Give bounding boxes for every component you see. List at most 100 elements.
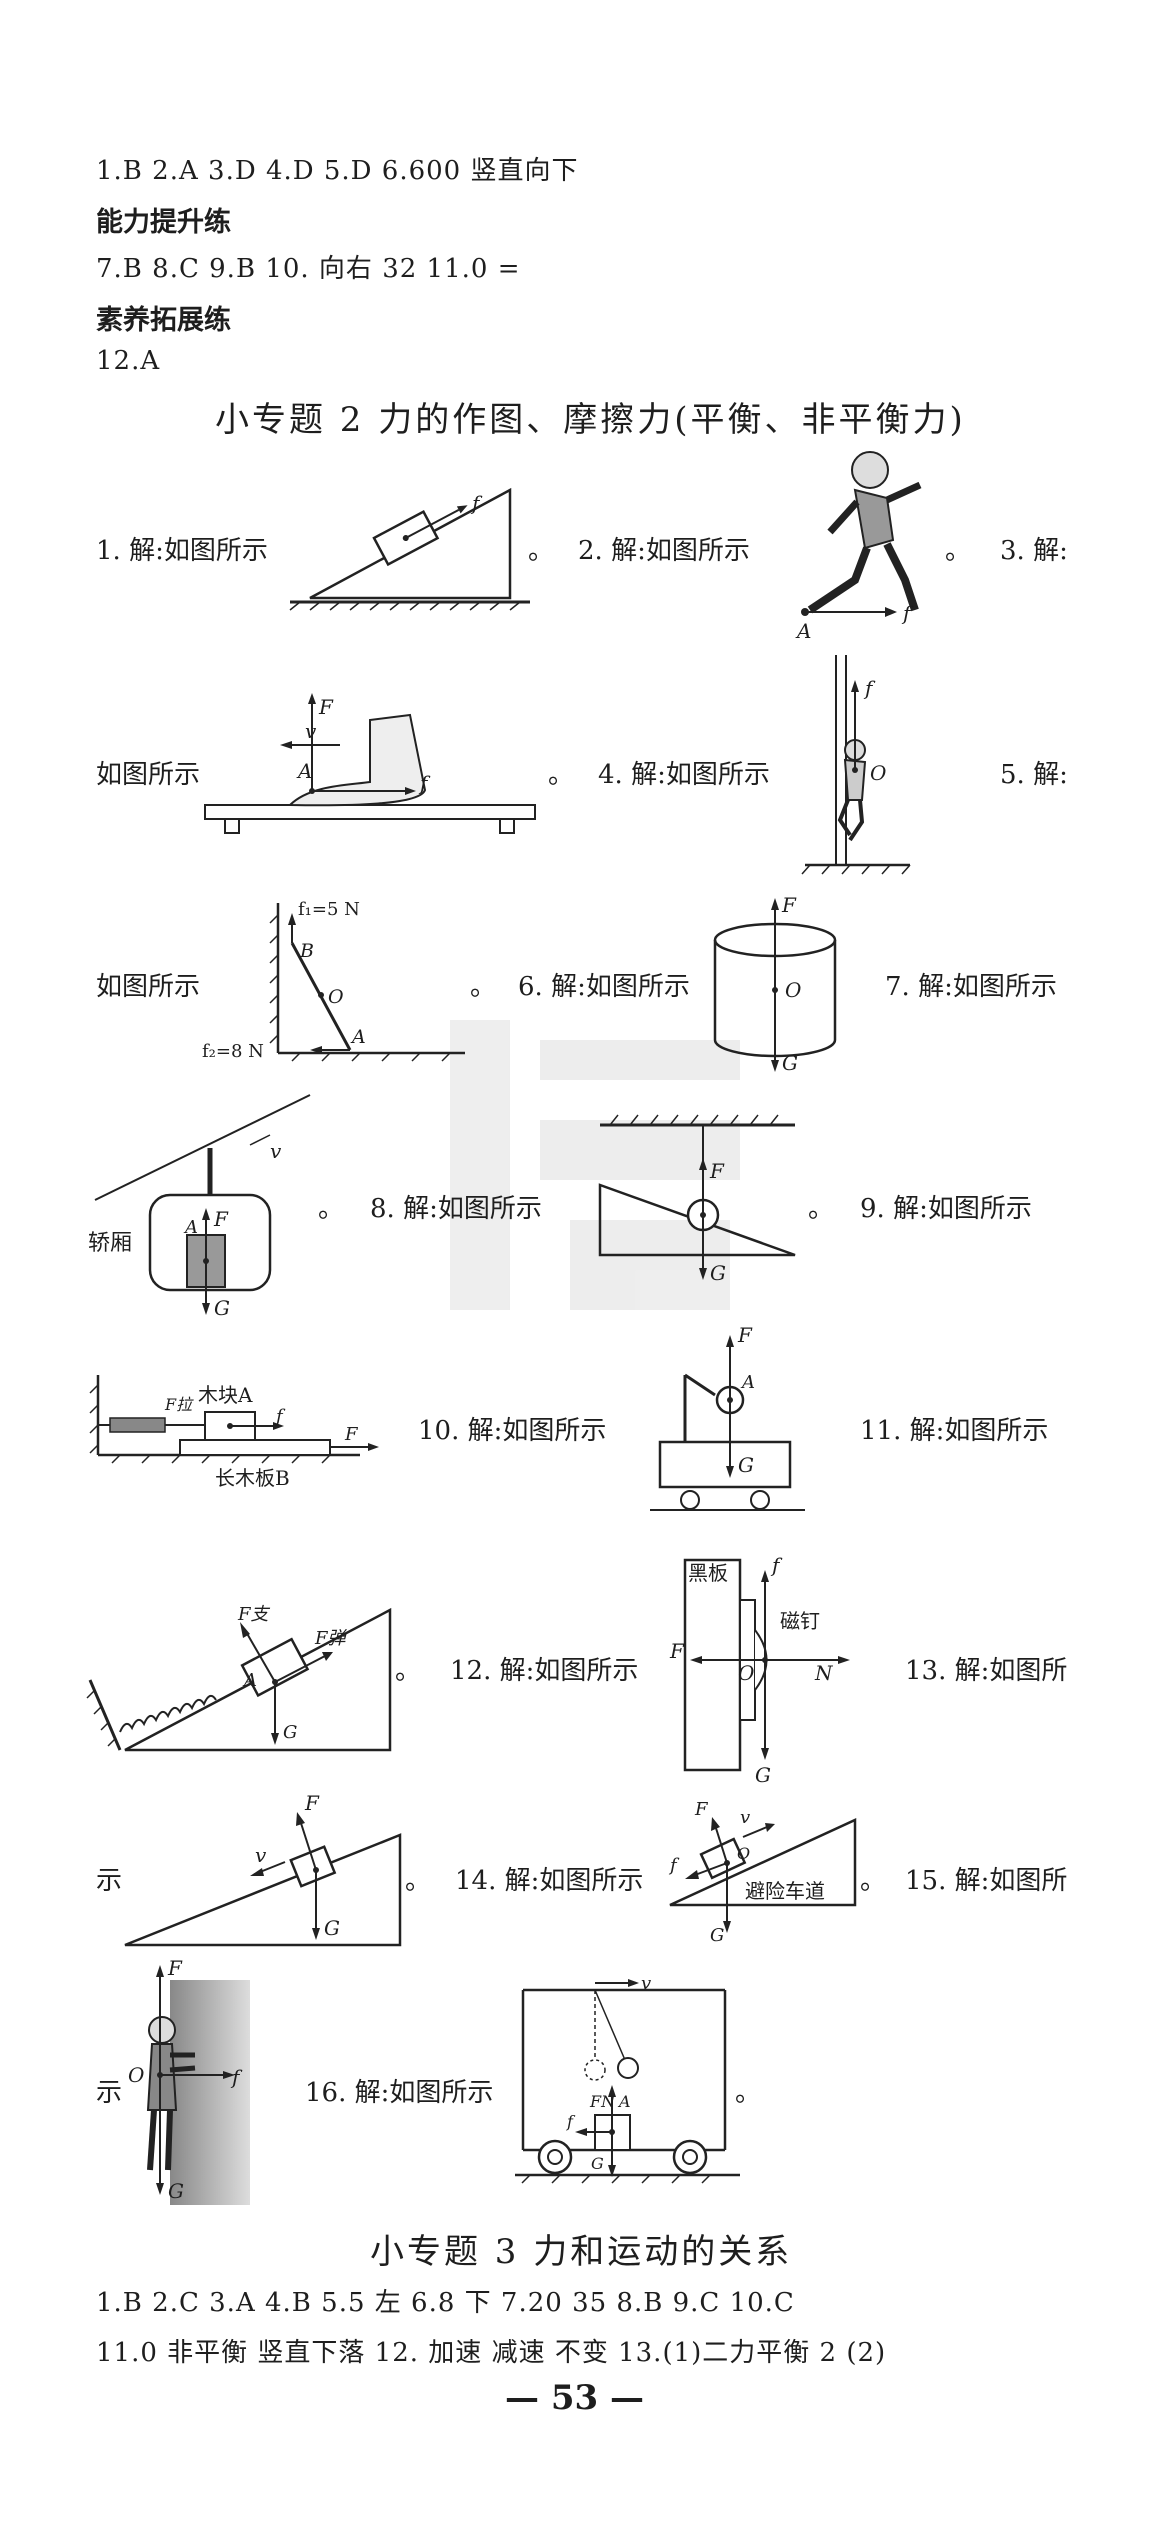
- label-v: v: [641, 1973, 651, 1994]
- item-4: 4. 解:如图所示: [598, 760, 770, 790]
- item-16: 16. 解:如图所示: [305, 2078, 494, 2108]
- label-escape-lane: 避险车道: [745, 1879, 825, 1903]
- label-F: F: [318, 695, 334, 719]
- label-F: F: [669, 1639, 685, 1663]
- label-g: G: [324, 1916, 340, 1940]
- label-F: F: [781, 893, 797, 917]
- figure-2-runner: f A: [795, 451, 922, 643]
- label-g: G: [710, 1261, 726, 1285]
- label-f-pull: F拉: [164, 1395, 194, 1414]
- item-14-end: 。: [860, 1866, 887, 1896]
- figure-6-cylinder: F O G: [713, 893, 837, 1075]
- topic3-line-1: 1.B 2.C 3.A 4.B 5.5 左 6.8 下 7.20 35 8.B …: [96, 2288, 795, 2318]
- label-F: F: [737, 1323, 753, 1347]
- label-o: O: [738, 1661, 754, 1685]
- item-15-cont: 示: [96, 2078, 123, 2108]
- label-f-spring: F弹: [314, 1628, 347, 1649]
- label-F: F: [167, 1956, 183, 1980]
- label-o: O: [328, 986, 344, 1008]
- answers-line-2: 7.B 8.C 9.B 10. 向右 32 11.0 =: [96, 254, 521, 284]
- label-F: F: [344, 1424, 359, 1445]
- label-F: F: [694, 1799, 709, 1820]
- label-n: N: [814, 1661, 834, 1685]
- label-f: f: [470, 491, 483, 515]
- figure-1-incline-block: f: [289, 487, 530, 611]
- topic2-title: 小专题 2 力的作图、摩擦力(平衡、非平衡力): [215, 400, 966, 440]
- label-v: v: [255, 1843, 267, 1867]
- label-blackboard: 黑板: [688, 1561, 728, 1585]
- item-15: 15. 解:如图所: [905, 1866, 1068, 1896]
- item-10: 10. 解:如图所示: [418, 1416, 607, 1446]
- label-a: A: [740, 1372, 755, 1393]
- figure-10-cart-pendulum: F A G: [650, 1323, 805, 1511]
- figure-7-cable-car: F A G v 轿厢: [88, 1094, 311, 1320]
- item-2-end: 。: [945, 536, 972, 566]
- label-g: G: [591, 2154, 604, 2173]
- label-b: B: [299, 940, 314, 962]
- label-v: v: [740, 1807, 750, 1828]
- topic3-title: 小专题 3 力和运动的关系: [370, 2232, 793, 2272]
- figure-5-ladder: f₁=5 N B O A f₂=8 N: [202, 899, 465, 1062]
- figure-16-cart-pendulum: v FN A f G: [515, 1973, 740, 2184]
- label-f-support: F支: [237, 1604, 270, 1625]
- label-g: G: [782, 1051, 798, 1075]
- label-g: G: [738, 1453, 754, 1477]
- page-number: — 53 —: [505, 2378, 644, 2418]
- answers-line-1: 1.B 2.A 3.D 4.D 5.D 6.600 竖直向下: [96, 156, 579, 186]
- item-13: 13. 解:如图所: [905, 1656, 1068, 1686]
- figure-8-pulley-incline: F G: [598, 1114, 796, 1285]
- figure-3-foot: F f A v: [204, 693, 536, 834]
- figure-13-block-incline: F v G: [124, 1791, 402, 1947]
- item-13-end: 。: [405, 1866, 432, 1896]
- label-fn: FN: [589, 2092, 616, 2111]
- label-a: A: [296, 759, 312, 783]
- label-block-a: 木块A: [198, 1383, 253, 1407]
- item-12: 12. 解:如图所示: [450, 1656, 639, 1686]
- label-f: f: [770, 1553, 783, 1577]
- item-1: 1. 解:如图所示: [96, 536, 268, 566]
- label-o: O: [737, 1844, 750, 1863]
- label-g: G: [168, 2179, 184, 2203]
- label-f: f: [418, 771, 431, 795]
- item-3-end: 。: [548, 760, 575, 790]
- item-5: 5. 解:: [1000, 760, 1068, 790]
- label-f1: f₁=5 N: [298, 899, 360, 920]
- label-o: O: [785, 978, 801, 1002]
- label-magnet: 磁钉: [780, 1609, 820, 1633]
- label-f: f: [566, 2112, 576, 2131]
- item-11-end: 。: [395, 1656, 422, 1686]
- label-cabin: 轿厢: [88, 1231, 132, 1256]
- item-5-cont: 如图所示: [96, 972, 201, 1002]
- item-3-cont: 如图所示: [96, 760, 201, 790]
- item-2: 2. 解:如图所示: [578, 536, 750, 566]
- figure-14-escape-lane: F v f O 避险车道 G: [668, 1799, 857, 1946]
- label-g: G: [214, 1296, 230, 1320]
- item-11: 11. 解:如图所示: [860, 1416, 1049, 1446]
- label-g: G: [283, 1722, 297, 1743]
- label-v: v: [305, 719, 317, 743]
- figure-12-magnet-blackboard: 黑板 f 磁钉 F O N G: [669, 1553, 850, 1787]
- item-13-cont: 示: [96, 1866, 123, 1896]
- figure-15-person-wall: F O f G: [128, 1956, 250, 2205]
- item-14: 14. 解:如图所示: [455, 1866, 644, 1896]
- figure-9-board-block: F拉 木块A f F 长木板B: [89, 1375, 379, 1490]
- topic3-line-2: 11.0 非平衡 竖直下落 12. 加速 减速 不变 13.(1)二力平衡 2 …: [96, 2338, 887, 2368]
- label-g: G: [710, 1925, 724, 1946]
- label-F: F: [709, 1159, 725, 1183]
- label-a: A: [242, 1670, 257, 1691]
- item-7: 7. 解:如图所示: [885, 972, 1057, 1002]
- label-o: O: [870, 761, 886, 785]
- label-f: f: [863, 676, 876, 700]
- figure-11-spring-incline: F支 F弹 A G: [86, 1604, 392, 1752]
- label-F: F: [304, 1791, 320, 1815]
- item-1-end: 。: [528, 536, 555, 566]
- item-7-end: 。: [318, 1194, 345, 1224]
- figure-4-climber: f O: [801, 655, 911, 875]
- item-16-end: 。: [735, 2078, 762, 2108]
- label-a: A: [795, 619, 811, 643]
- item-3: 3. 解:: [1000, 536, 1068, 566]
- label-F: F: [213, 1207, 229, 1231]
- label-f: f: [668, 1855, 680, 1876]
- label-f: f: [274, 1406, 286, 1427]
- answers-line-3: 12.A: [96, 346, 161, 376]
